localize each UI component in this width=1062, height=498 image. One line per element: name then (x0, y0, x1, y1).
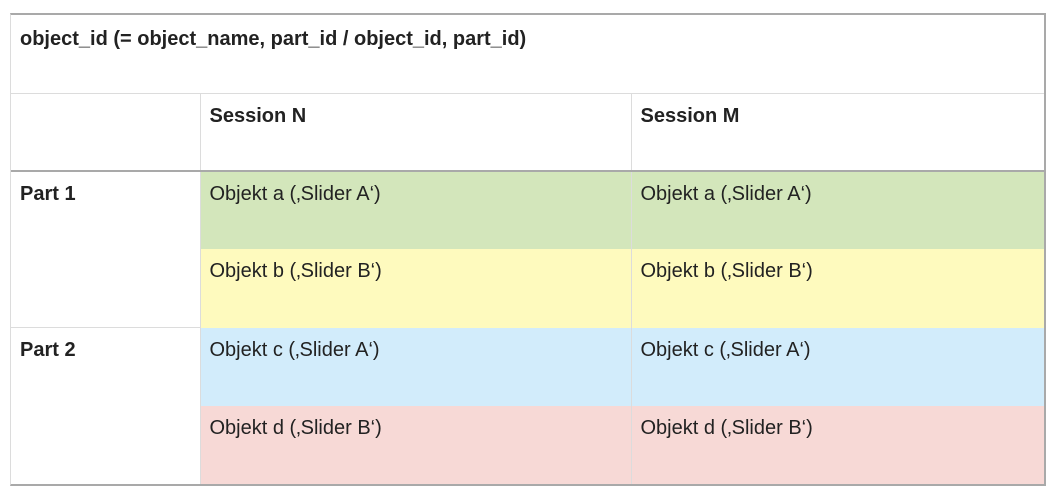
table-cell: Objekt a (‚Slider A‘) (630, 171, 1044, 250)
table-cell: Objekt b (‚Slider B‘) (630, 249, 1044, 328)
header-session-m: Session M (630, 93, 1044, 173)
table-row: Part 1 Objekt a (‚Slider A‘) Objekt a (‚… (11, 171, 1044, 329)
header-session-n: Session N (199, 93, 632, 173)
table-cell: Objekt a (‚Slider A‘) (199, 171, 632, 250)
table-row: Part 2 Objekt c (‚Slider A‘) Objekt c (‚… (11, 327, 1044, 484)
part-label: Part 1 (11, 171, 201, 329)
table-row: Objekt d (‚Slider B‘) Objekt d (‚Slider … (11, 405, 1044, 484)
table-title: object_id (= object_name, part_id / obje… (11, 15, 1044, 94)
table-cell: Objekt c (‚Slider A‘) (199, 327, 632, 406)
table-row: Objekt b (‚Slider B‘) Objekt b (‚Slider … (11, 249, 1044, 328)
title-row: object_id (= object_name, part_id / obje… (11, 15, 1044, 94)
table-cell: Objekt b (‚Slider B‘) (200, 249, 632, 328)
header-row: Session N Session M (11, 93, 1044, 173)
part-label: Part 2 (11, 327, 201, 484)
table-cell: Objekt c (‚Slider A‘) (630, 327, 1044, 406)
header-empty (11, 93, 201, 173)
table-cell: Objekt d (‚Slider B‘) (200, 405, 632, 484)
object-id-table: object_id (= object_name, part_id / obje… (10, 13, 1046, 486)
table-cell: Objekt d (‚Slider B‘) (630, 405, 1044, 484)
table: object_id (= object_name, part_id / obje… (11, 15, 1044, 484)
